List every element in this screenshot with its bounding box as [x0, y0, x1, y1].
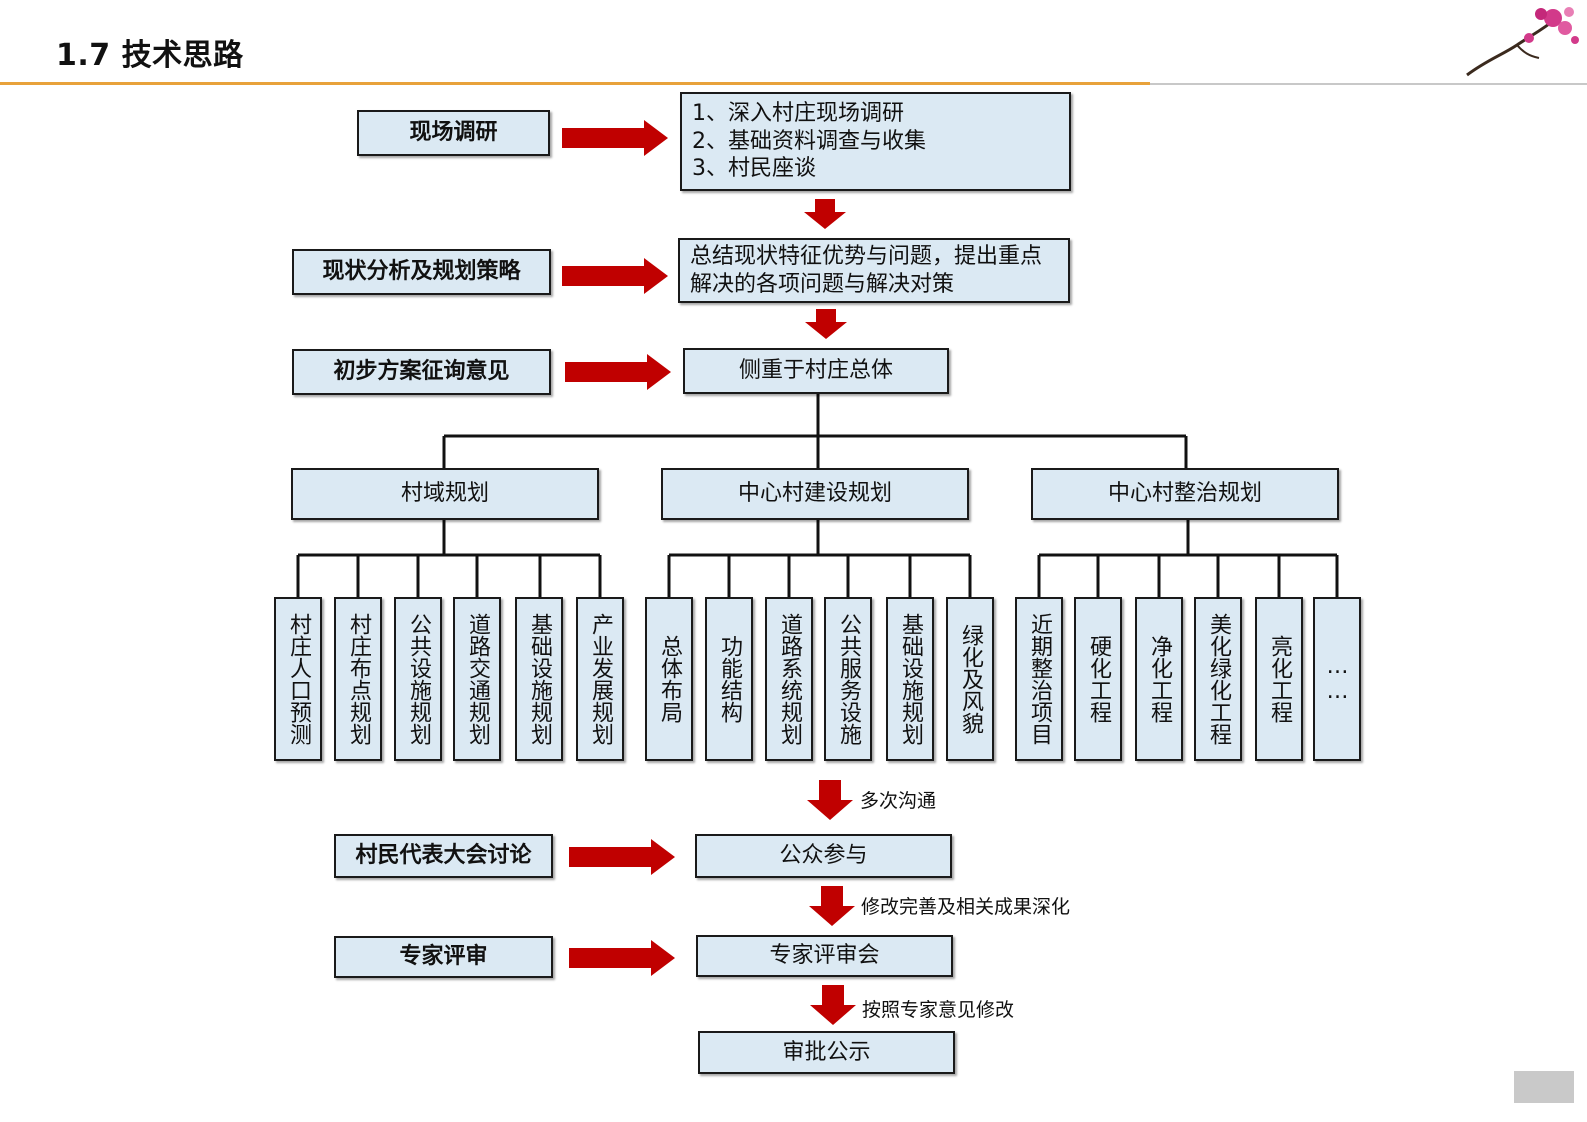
leaf-text: 公共服务设施 — [836, 613, 861, 745]
red-arrow-icon — [562, 258, 668, 294]
leaf-text: 近期整治项目 — [1027, 613, 1052, 745]
stage-draft-label: 初步方案征询意见 — [292, 349, 551, 395]
leaf-text: …… — [1325, 654, 1350, 704]
leaf-box: 村庄人口预测 — [274, 597, 322, 761]
leaf-text: 基础设施规划 — [527, 613, 552, 745]
leaf-box: 基础设施规划 — [515, 597, 563, 761]
leaf-text: 总体布局 — [657, 635, 682, 723]
stage-survey-label: 现场调研 — [357, 110, 550, 156]
red-arrow-icon — [809, 886, 855, 926]
step-note-expert-revise: 按照专家意见修改 — [862, 999, 1015, 1021]
public-participation-box: 公众参与 — [695, 834, 952, 878]
red-arrow-icon — [807, 780, 853, 820]
draft-detail-box: 侧重于村庄总体 — [683, 348, 949, 394]
leaf-text: 公共设施规划 — [406, 613, 431, 745]
red-arrow-icon — [565, 354, 671, 390]
analysis-detail-text: 总结现状特征优势与问题，提出重点解决的各项问题与解决对策 — [690, 244, 1043, 297]
red-arrow-icon — [805, 309, 847, 339]
approval-publicity-box: 审批公示 — [698, 1031, 955, 1074]
leaf-text: 基础设施规划 — [898, 613, 923, 745]
leaf-text: 绿化及风貌 — [958, 624, 983, 734]
leaf-box: 公共服务设施 — [824, 597, 872, 761]
leaf-box: 功能结构 — [705, 597, 753, 761]
red-arrow-icon — [810, 985, 856, 1025]
leaf-box: 近期整治项目 — [1015, 597, 1063, 761]
branch-center-construction: 中心村建设规划 — [661, 468, 969, 520]
leaf-text: 道路系统规划 — [777, 613, 802, 745]
leaf-text: 村庄人口预测 — [286, 613, 311, 745]
leaf-box: 基础设施规划 — [886, 597, 934, 761]
leaf-box: …… — [1313, 597, 1361, 761]
expert-review-label: 专家评审 — [334, 936, 553, 978]
survey-detail-line: 2、基础资料调查与收集 — [692, 128, 926, 154]
red-arrow-icon — [562, 120, 668, 156]
leaf-text: 产业发展规划 — [588, 613, 613, 745]
leaf-box: 道路交通规划 — [453, 597, 501, 761]
page-number-box — [1514, 1071, 1574, 1103]
page-title: 1.7 技术思路 — [56, 38, 244, 73]
leaf-text: 硬化工程 — [1086, 635, 1111, 723]
leaf-box: 亮化工程 — [1255, 597, 1303, 761]
header-rule-orange — [0, 82, 1150, 85]
leaf-text: 亮化工程 — [1267, 635, 1292, 723]
leaf-box: 硬化工程 — [1074, 597, 1122, 761]
leaf-box: 总体布局 — [645, 597, 693, 761]
red-arrow-icon — [804, 199, 846, 229]
leaf-box: 道路系统规划 — [765, 597, 813, 761]
red-arrow-icon — [569, 940, 675, 976]
leaf-text: 功能结构 — [717, 635, 742, 723]
branch-village-planning: 村域规划 — [291, 468, 599, 520]
branch-center-renovation: 中心村整治规划 — [1031, 468, 1339, 520]
survey-detail-line: 3、村民座谈 — [692, 156, 816, 182]
analysis-detail-box: 总结现状特征优势与问题，提出重点解决的各项问题与解决对策 — [678, 238, 1070, 303]
leaf-box: 绿化及风貌 — [946, 597, 994, 761]
public-discussion-label: 村民代表大会讨论 — [334, 834, 553, 878]
red-arrow-icon — [569, 839, 675, 875]
leaf-box: 美化绿化工程 — [1194, 597, 1242, 761]
leaf-box: 产业发展规划 — [576, 597, 624, 761]
leaf-text: 净化工程 — [1147, 635, 1172, 723]
leaf-text: 村庄布点规划 — [346, 613, 371, 745]
step-note-communication: 多次沟通 — [860, 790, 937, 812]
stage-analysis-label: 现状分析及规划策略 — [292, 249, 551, 295]
leaf-text: 美化绿化工程 — [1206, 613, 1231, 745]
expert-meeting-box: 专家评审会 — [696, 935, 953, 977]
step-note-revise: 修改完善及相关成果深化 — [861, 896, 1071, 918]
leaf-box: 公共设施规划 — [394, 597, 442, 761]
survey-detail-line: 1、深入村庄现场调研 — [692, 101, 904, 127]
plum-blossom-decoration-icon — [1466, 7, 1579, 77]
leaf-box: 净化工程 — [1135, 597, 1183, 761]
leaf-box: 村庄布点规划 — [334, 597, 382, 761]
survey-detail-box: 1、深入村庄现场调研 2、基础资料调查与收集 3、村民座谈 — [680, 92, 1071, 191]
leaf-text: 道路交通规划 — [465, 613, 490, 745]
